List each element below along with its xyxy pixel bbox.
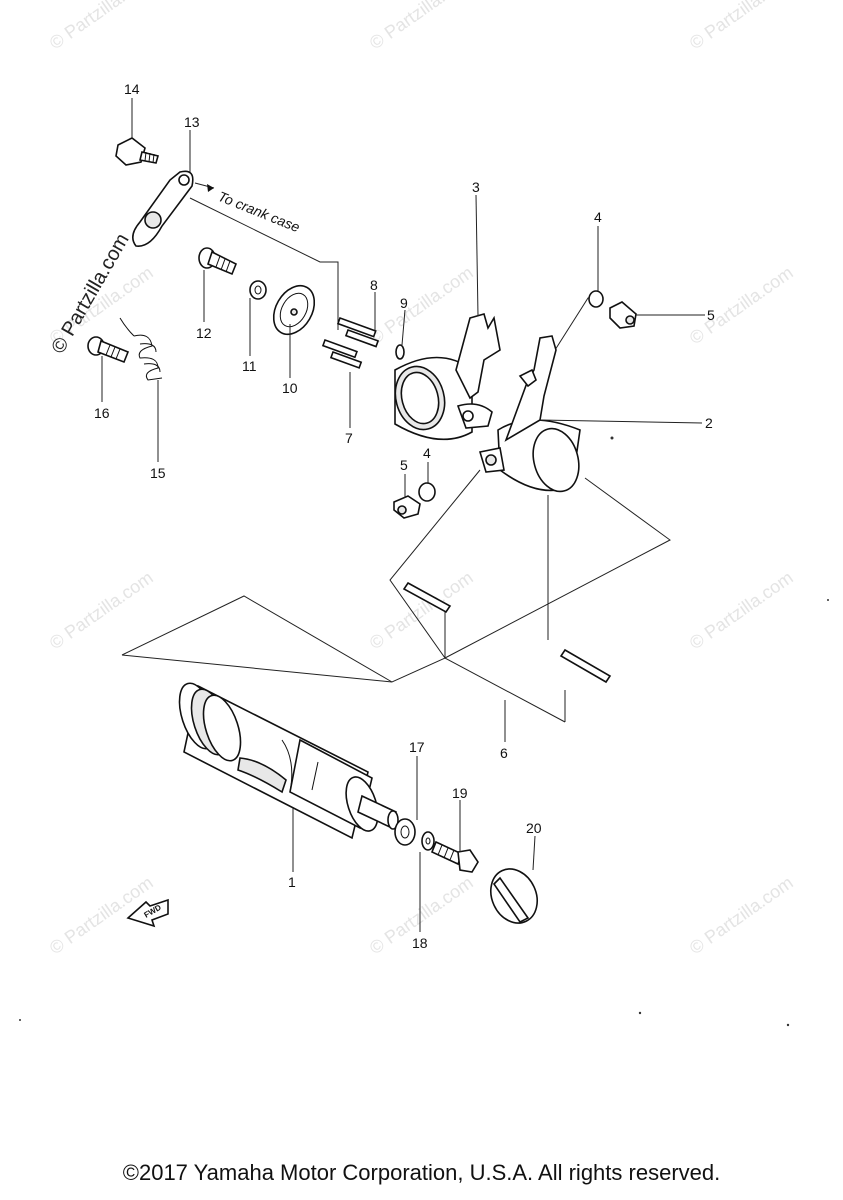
watermark: © Partzilla.com: [366, 0, 477, 53]
callout-5: 5: [707, 307, 715, 323]
callout-8: 8: [370, 277, 378, 293]
callout-11: 11: [242, 358, 257, 374]
part-19-bolt: [430, 840, 479, 873]
part-1-shift-drum: [178, 682, 399, 840]
part-4-roller-lower: [418, 482, 436, 502]
callout-3: 3: [472, 179, 480, 195]
part-12-bolt: [198, 247, 238, 276]
watermark: © Partzilla.com: [686, 262, 797, 348]
callout-10: 10: [282, 380, 298, 396]
callout-9: 9: [400, 295, 408, 311]
callout-2: 2: [705, 415, 713, 431]
part-14-bolt: [115, 137, 159, 166]
copyright-notice: ©2017 Yamaha Motor Corporation, U.S.A. A…: [122, 1160, 721, 1185]
callout-5-lower: 5: [400, 457, 408, 473]
part-16-bolt: [87, 336, 130, 364]
callout-14: 14: [124, 81, 140, 97]
part-2-shift-fork: [478, 335, 581, 493]
part-17-washer: [394, 818, 416, 846]
watermark: © Partzilla.com: [46, 567, 157, 653]
part-5-pin-upper: [609, 301, 637, 329]
part-6-cotter-pin-upper: [402, 581, 452, 614]
leader-lines: [101, 98, 705, 932]
part-11-washer: [249, 280, 267, 300]
part-13-stopper-lever: [132, 170, 215, 247]
callout-7: 7: [345, 430, 353, 446]
callout-20: 20: [526, 820, 542, 836]
callout-18: 18: [412, 935, 428, 951]
watermark: © Partzilla.com: [686, 0, 797, 53]
part-20-cap: [490, 868, 538, 924]
callout-6: 6: [500, 745, 508, 761]
watermark: © Partzilla.com: [366, 567, 477, 653]
part-4-roller-upper: [588, 290, 604, 308]
fwd-arrow: FWD: [126, 898, 169, 928]
part-5-pin-lower: [393, 495, 421, 519]
callout-17: 17: [409, 739, 425, 755]
to-crank-case-note: To crank case: [216, 188, 303, 235]
part-6-cotter-pin-lower: [559, 648, 612, 684]
part-9-clip: [395, 344, 405, 360]
callout-16: 16: [94, 405, 110, 421]
callout-4: 4: [594, 209, 602, 225]
part-18-washer: [421, 831, 435, 851]
callout-19: 19: [452, 785, 468, 801]
watermark: © Partzilla.com: [686, 567, 797, 653]
callout-4-lower: 4: [423, 445, 431, 461]
part-15-spring: [119, 317, 163, 381]
callout-13: 13: [184, 114, 200, 130]
scan-specks: [19, 436, 829, 1027]
part-10-segment: [272, 284, 316, 336]
callouts: 14 13 3 4 5 2 12 11 10 8 9 7 16 15 5 4 6…: [94, 81, 715, 951]
assembly-lines: [121, 197, 671, 723]
callout-15: 15: [150, 465, 166, 481]
callout-12: 12: [196, 325, 212, 341]
watermark: © Partzilla.com: [686, 872, 797, 958]
watermark: © Partzilla.com: [46, 0, 157, 53]
callout-1: 1: [288, 874, 296, 890]
watermark: © Partzilla.com: [366, 262, 477, 348]
part-8-pins: [321, 316, 380, 369]
part-3-shift-fork: [394, 313, 501, 441]
